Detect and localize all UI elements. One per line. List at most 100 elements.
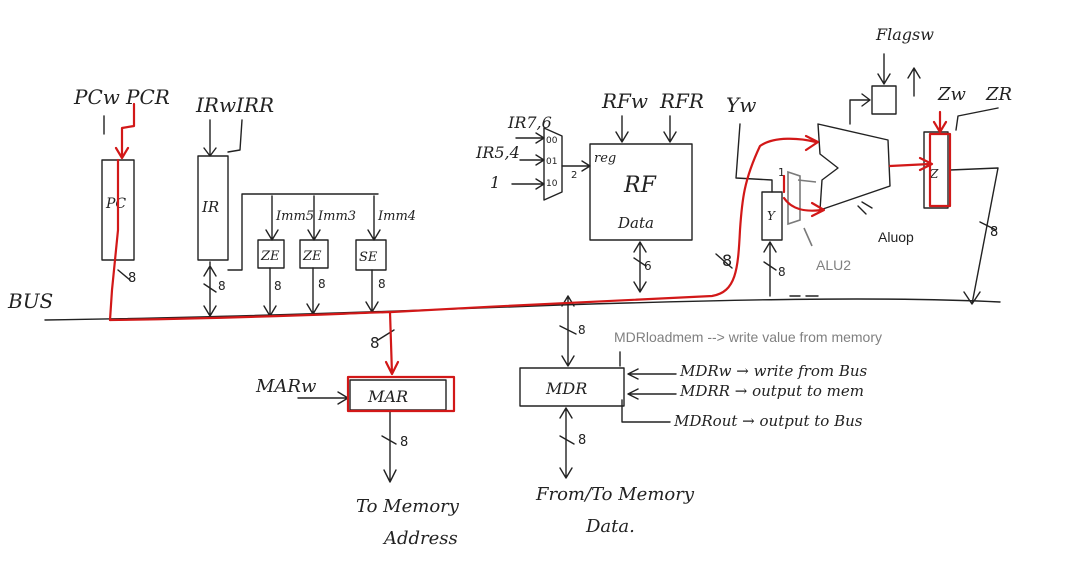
bus-line [44, 298, 1001, 321]
zr-label: ZR [985, 84, 1012, 105]
rf-title: RF [623, 173, 657, 198]
to-mem-addr-line2: Address [382, 528, 458, 549]
se-unit [355, 239, 387, 271]
mdr-mem-width-tick [559, 435, 575, 445]
bus-label: BUS [7, 289, 53, 313]
y-one-label: 1 [778, 166, 785, 179]
zw-active-arrow [932, 110, 948, 134]
alu-in-width-tick [715, 253, 733, 269]
rf-reg-port: reg [594, 151, 616, 166]
mux-in0-wire [515, 132, 545, 144]
ze-label-1: ZE [260, 249, 280, 264]
mdrout-line: MDRout → output to Bus [673, 412, 863, 430]
aluop-label: Aluop [878, 229, 914, 245]
mux-in2-wire [511, 178, 545, 190]
ir-label: IR [201, 198, 219, 216]
from-to-mem-line2: Data. [585, 516, 635, 537]
y-label: Y [767, 209, 776, 223]
mar-out-width-tick [381, 435, 397, 445]
ze1-width-label: 8 [274, 279, 282, 293]
imm5-label: Imm5 [275, 209, 314, 224]
ze-label-2: ZE [302, 249, 322, 264]
imm4-label: Imm4 [377, 209, 416, 224]
ir-width-label: 8 [218, 279, 226, 293]
rfw-label: RFw [601, 89, 648, 113]
pc-width-label: 8 [128, 271, 136, 286]
ir-register [197, 155, 229, 261]
ir-bus-wire [203, 261, 217, 319]
imm3-label: Imm3 [317, 209, 356, 224]
mdr-mem-width-label: 8 [578, 433, 586, 448]
flagsw-arrow [877, 53, 891, 85]
mdr-bus-width-label: 8 [578, 323, 586, 337]
mdrout-wire [621, 399, 671, 423]
y-register [761, 191, 783, 241]
z-bus-wire [949, 167, 999, 305]
mar-label: MAR [367, 387, 408, 406]
ir76-label: IR7,6 [507, 113, 552, 132]
rf-data-label: Data [617, 214, 654, 232]
z-label: Z [929, 167, 939, 181]
z-register [923, 131, 949, 209]
mdrw-wire [627, 368, 677, 380]
rfr-label: RFR [659, 89, 704, 113]
pcr-label: PCR [125, 85, 170, 109]
from-to-mem-line1: From/To Memory [535, 484, 695, 505]
y-width-label: 8 [778, 265, 786, 279]
se-width-label: 8 [378, 277, 386, 291]
marw-label: MARw [255, 376, 317, 397]
alu-flags-wire [849, 93, 871, 125]
irw-label: IRw [195, 93, 236, 117]
mdr-bus-width-tick [559, 325, 577, 335]
yw-label: Yw [726, 93, 756, 117]
flags-register [871, 85, 897, 115]
ir54-label: IR5,4 [475, 143, 520, 162]
se-label: SE [359, 250, 378, 265]
rf-width-tick [633, 257, 647, 267]
ze2-width-label: 8 [318, 277, 326, 291]
z-width-tick [979, 221, 997, 231]
mdr-label: MDR [545, 379, 587, 398]
reg-select-mux [543, 127, 563, 201]
rf-bus-wire [633, 241, 647, 293]
mdrloadmem-note: MDRloadmem --> write value from memory [614, 329, 882, 345]
bus-to-mar-active-path [384, 310, 400, 376]
ze-unit-2 [299, 239, 329, 269]
mdr-register [519, 367, 625, 407]
zr-wire [955, 107, 999, 131]
pcr-active-path [114, 102, 136, 160]
y-bus-wire [763, 241, 777, 297]
mar-in-width-label: 8 [370, 334, 380, 352]
flags-out-arrow [907, 67, 921, 97]
z-width-label: 8 [990, 225, 998, 240]
pcw-label: PCw [73, 85, 120, 109]
z-highlight [928, 132, 952, 208]
mar-highlight [346, 375, 456, 413]
mux-00-label: 00 [546, 136, 558, 146]
irw-arrow [203, 119, 217, 157]
rfr-arrow [663, 115, 677, 143]
pc-width-tick [117, 269, 131, 281]
mux-sel-width: 2 [571, 170, 577, 181]
rf-width-label: 6 [644, 259, 652, 273]
alu [817, 123, 891, 211]
mux-01-label: 01 [546, 157, 557, 167]
bus-to-alu-active-path [108, 134, 820, 322]
mux-one-label: 1 [490, 173, 500, 192]
pc-active-path [108, 158, 120, 322]
mux-in1-wire [519, 154, 545, 166]
ze2-bus-wire [306, 267, 320, 315]
y-to-alu-active-path [782, 196, 826, 218]
se-bus-wire [365, 269, 379, 313]
aluop-arrow [857, 201, 873, 215]
yw-wire [735, 123, 773, 193]
mux-10-label: 10 [546, 179, 558, 189]
alu2-mux [787, 170, 801, 226]
ir-width-tick [203, 283, 217, 293]
mar-out-width-label: 8 [400, 435, 408, 450]
ze-unit-1 [257, 239, 285, 269]
mdr-bus-wire [561, 295, 575, 367]
mdr-mem-wire [559, 407, 573, 479]
alu2-label: ALU2 [816, 257, 851, 273]
